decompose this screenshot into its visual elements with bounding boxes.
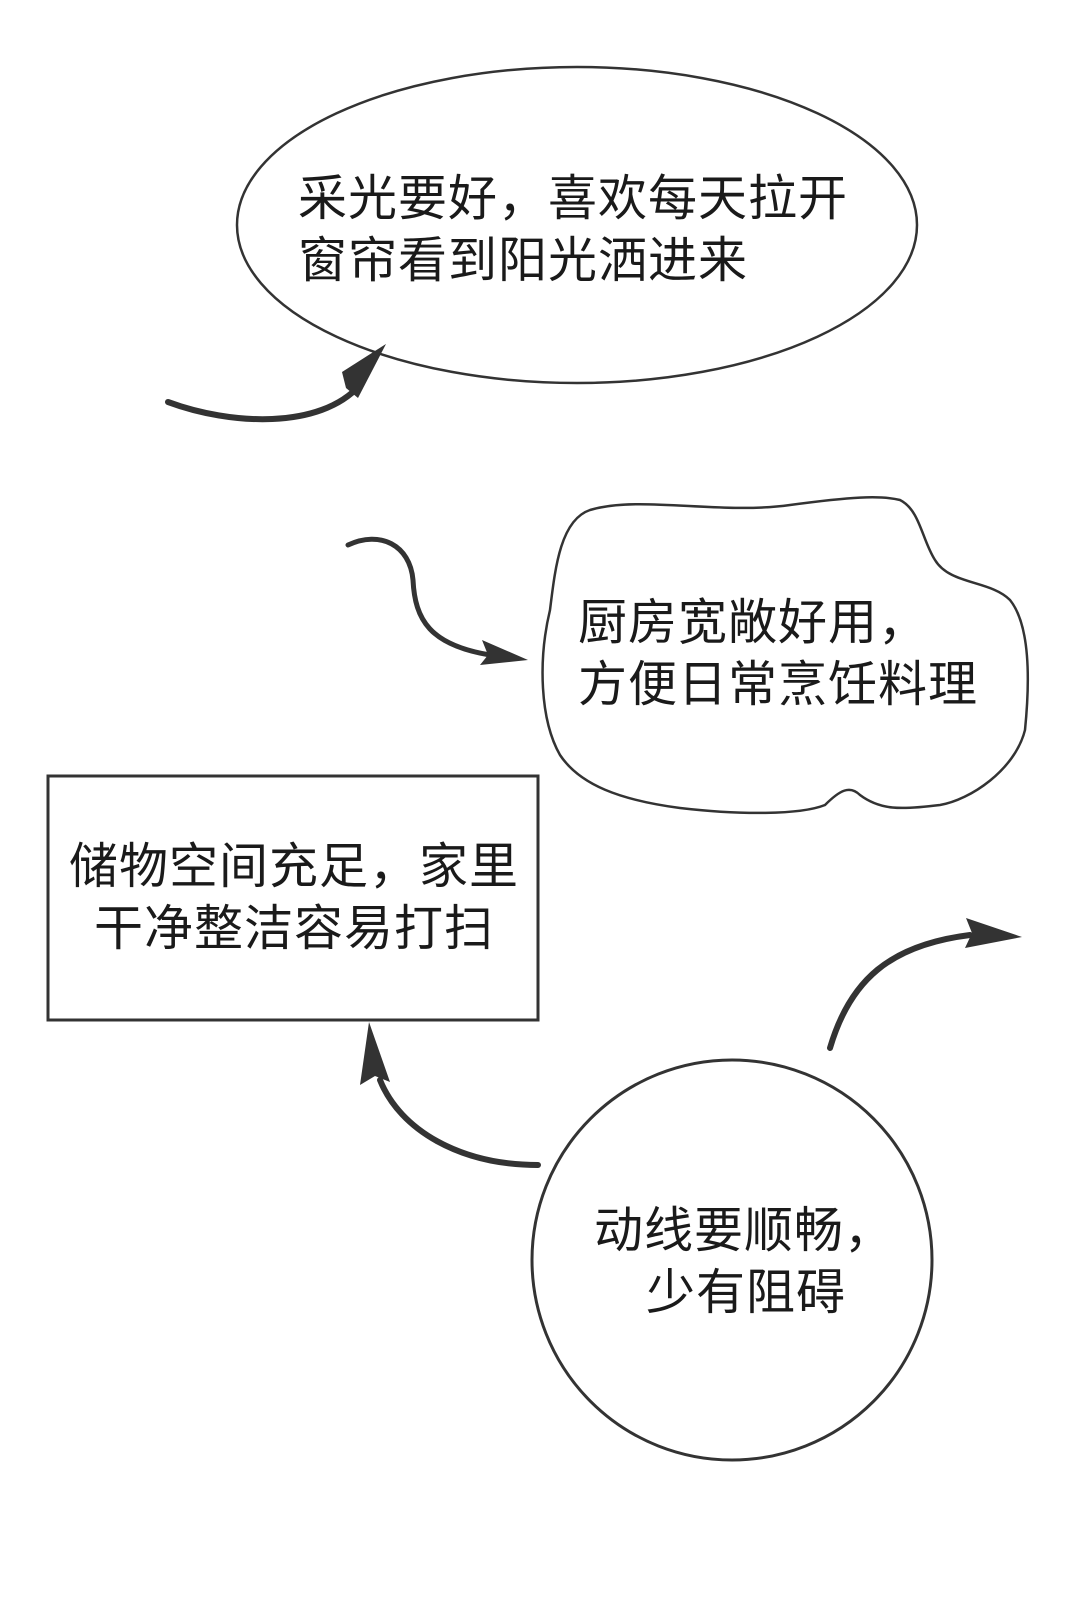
arrow-out-right — [827, 918, 1022, 1051]
kitchen-line-1: 厨房宽敞好用， — [578, 594, 929, 651]
lighting-label: 采光要好，喜欢每天拉开 窗帘看到阳光洒进来 — [298, 168, 848, 292]
lighting-line-1: 采光要好，喜欢每天拉开 — [298, 170, 849, 227]
storage-line-2: 干净整洁容易打扫 — [93, 900, 494, 957]
circulation-circle — [530, 1058, 934, 1462]
arrow-to-kitchen — [345, 536, 528, 665]
storage-line-1: 储物空间充足，家里 — [68, 838, 519, 895]
circulation-line-2: 少有阻碍 — [646, 1264, 847, 1321]
storage-label: 储物空间充足，家里 干净整洁容易打扫 — [56, 836, 532, 960]
storage-rectangle — [46, 774, 540, 1022]
kitchen-cloud — [541, 496, 1030, 815]
circulation-label: 动线要顺畅， 少有阻碍 — [594, 1200, 894, 1324]
arrow-to-lighting — [165, 344, 386, 423]
arrow-to-storage — [360, 1022, 541, 1168]
lighting-ellipse — [235, 65, 919, 385]
kitchen-line-2: 方便日常烹饪料理 — [578, 656, 979, 713]
circulation-line-1: 动线要顺畅， — [594, 1202, 895, 1259]
lighting-line-2: 窗帘看到阳光洒进来 — [298, 232, 749, 289]
kitchen-label: 厨房宽敞好用， 方便日常烹饪料理 — [578, 592, 978, 716]
